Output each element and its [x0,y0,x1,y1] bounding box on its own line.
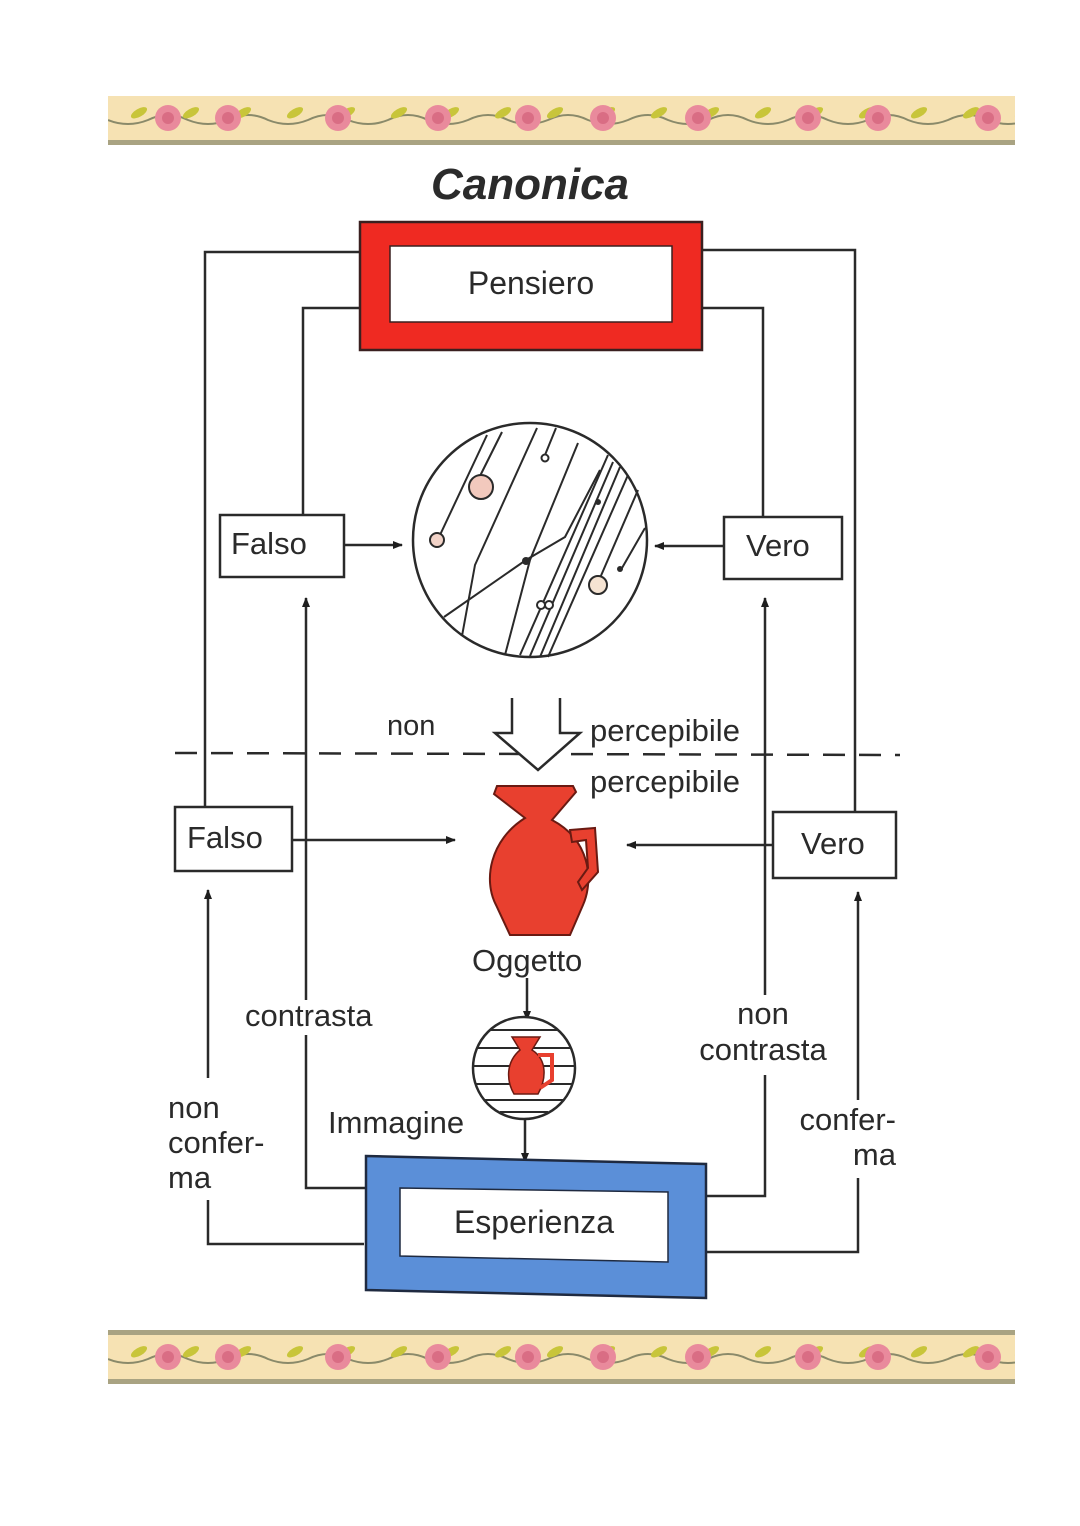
rose-center [982,112,994,124]
immagine-label: Immagine [328,1105,465,1140]
hollow-down-arrow [491,698,584,772]
connector-line [702,306,765,517]
vero-lower-box [771,810,898,880]
rose-center [802,1351,814,1363]
vero-upper-box [722,515,844,581]
leaf-icon [546,1346,564,1358]
connector-line [301,306,360,515]
leaf-icon [494,1346,512,1358]
label-line: ma [852,1137,896,1172]
esperienza-label: Esperienza [453,1204,615,1240]
contrasta-label: contrasta [245,998,373,1033]
non-conferma-label: non confer- ma [168,1090,264,1195]
connector-line [203,250,360,812]
rose-center [432,112,444,124]
falso-lower-label: Falso [187,820,263,855]
rose-center [332,112,344,124]
conferma-label: confer- ma [796,1102,896,1172]
label-line: contrasta [699,1032,827,1067]
label-line: non [737,996,789,1031]
leaf-icon [910,107,928,119]
falso-upper-label: Falso [231,526,307,561]
leaf-icon [390,107,408,119]
label-line: ma [168,1160,212,1195]
connector-line [702,248,857,812]
leaf-icon [650,1346,668,1358]
floral-border-bottom [108,1330,1015,1384]
rose-center [162,1351,174,1363]
leaf-icon [182,1346,200,1358]
pensiero-box [358,220,704,352]
leaf-icon [754,1346,772,1358]
connector-line [704,1075,767,1198]
floral-border-top [108,96,1015,145]
leaf-icon [650,107,668,119]
rose-center [872,112,884,124]
percepibile-upper-label: percepibile [590,713,740,748]
leaf-icon [546,107,564,119]
leaf-icon [962,107,980,119]
leaf-icon [754,107,772,119]
falso-upper-box [218,513,346,579]
rose-center [222,112,234,124]
label-line: confer- [168,1125,265,1160]
leaf-icon [962,1346,980,1358]
non-label: non [387,710,436,742]
connector-line [206,1200,364,1246]
vero-lower-label: Vero [801,826,865,861]
jug-object-icon [488,785,600,936]
leaf-icon [286,107,304,119]
rose-center [982,1351,994,1363]
rose-center [162,112,174,124]
leaf-icon [130,1346,148,1358]
rose-center [802,112,814,124]
leaf-icon [286,1346,304,1358]
connector-line [304,1035,366,1190]
image-circle-icon [471,1015,577,1121]
leaf-icon [130,107,148,119]
rose-center [432,1351,444,1363]
oggetto-label: Oggetto [472,943,583,978]
vero-upper-label: Vero [746,528,810,563]
non-contrasta-label: non contrasta [690,996,836,1068]
rose-center [692,1351,704,1363]
leaf-icon [182,107,200,119]
label-line: non [168,1090,220,1125]
esperienza-box [364,1154,708,1300]
diagram-title: Canonica [430,160,630,209]
rose-center [872,1351,884,1363]
leaf-icon [390,1346,408,1358]
rose-center [597,1351,609,1363]
thought-circle-icon [411,421,649,659]
connector-line [706,1178,860,1254]
pensiero-label: Pensiero [467,265,595,301]
rose-center [222,1351,234,1363]
leaf-icon [910,1346,928,1358]
percepibile-lower-label: percepibile [590,764,740,799]
falso-lower-box [173,805,294,873]
leaf-icon [494,107,512,119]
rose-center [597,112,609,124]
rose-center [522,112,534,124]
label-line: confer- [799,1102,896,1137]
rose-center [692,112,704,124]
rose-center [522,1351,534,1363]
rose-vine-decoration [108,1344,1015,1370]
rose-center [332,1351,344,1363]
rose-vine-decoration [108,105,1015,131]
